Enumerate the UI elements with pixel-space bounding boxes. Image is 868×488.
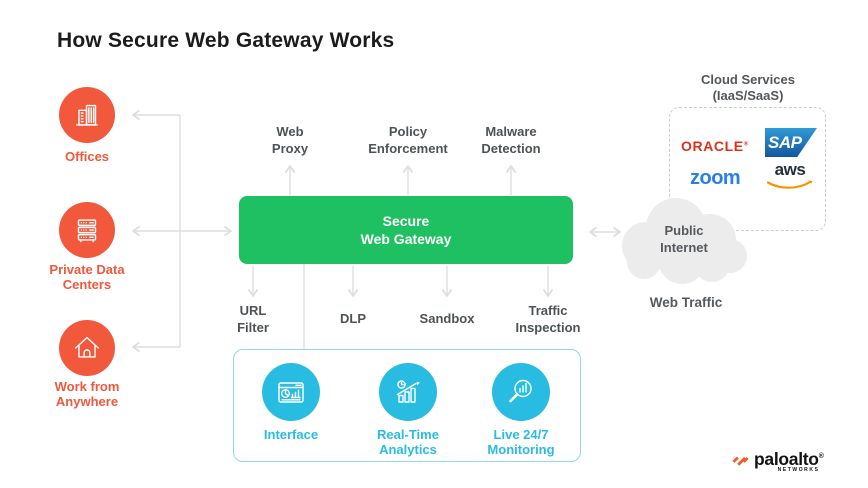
data-center-icon	[59, 202, 115, 258]
paloalto-wordmark: paloalto®	[754, 448, 824, 469]
feature-web-proxy: Web Proxy	[271, 124, 309, 156]
zoom-logo: zoom	[690, 167, 741, 189]
aws-smile-icon	[766, 180, 813, 189]
interface-label: Interface	[263, 427, 319, 442]
monitoring-icon	[492, 363, 550, 421]
cloud-services-title: Cloud Services (IaaS/SaaS)	[701, 72, 795, 103]
interface-icon	[262, 363, 320, 421]
networks-label: NETWORKS	[777, 466, 820, 473]
paloalto-emblem-icon	[732, 456, 749, 466]
aws-logo: aws	[764, 161, 816, 196]
cloud-services-box: ORACLE® SAP zoom aws	[669, 107, 826, 231]
public-internet-label: Public Internet	[660, 223, 708, 255]
feature-malware-detection: Malware Detection	[481, 124, 541, 156]
monitoring-panel: Interface Real-Time Analytics	[233, 349, 581, 462]
public-internet-cloud	[622, 198, 747, 284]
page-title: How Secure Web Gateway Works	[57, 29, 395, 52]
analytics-icon	[379, 363, 437, 421]
oracle-logo: ORACLE®	[681, 138, 749, 154]
feature-dlp: DLP	[340, 311, 366, 326]
paloalto-logo: paloalto® NETWORKS	[731, 447, 824, 473]
analytics-label: Real-Time Analytics	[377, 427, 439, 457]
feature-policy-enforcement: Policy Enforcement	[368, 124, 448, 156]
feature-url-filter: URL Filter	[237, 303, 269, 335]
home-icon	[59, 320, 115, 376]
feature-traffic-inspection: Traffic Inspection	[515, 303, 581, 335]
secure-web-gateway-box: Secure Web Gateway	[239, 196, 573, 264]
offices-label: Offices	[64, 149, 110, 164]
data-center-label: Private Data Centers	[49, 262, 125, 292]
feature-sandbox: Sandbox	[419, 311, 475, 326]
sap-logo: SAP	[765, 128, 817, 157]
monitoring-label: Live 24/7 Monitoring	[487, 427, 555, 457]
offices-icon	[59, 87, 115, 143]
work-anywhere-label: Work from Anywhere	[54, 379, 120, 409]
web-traffic-label: Web Traffic	[649, 295, 723, 310]
